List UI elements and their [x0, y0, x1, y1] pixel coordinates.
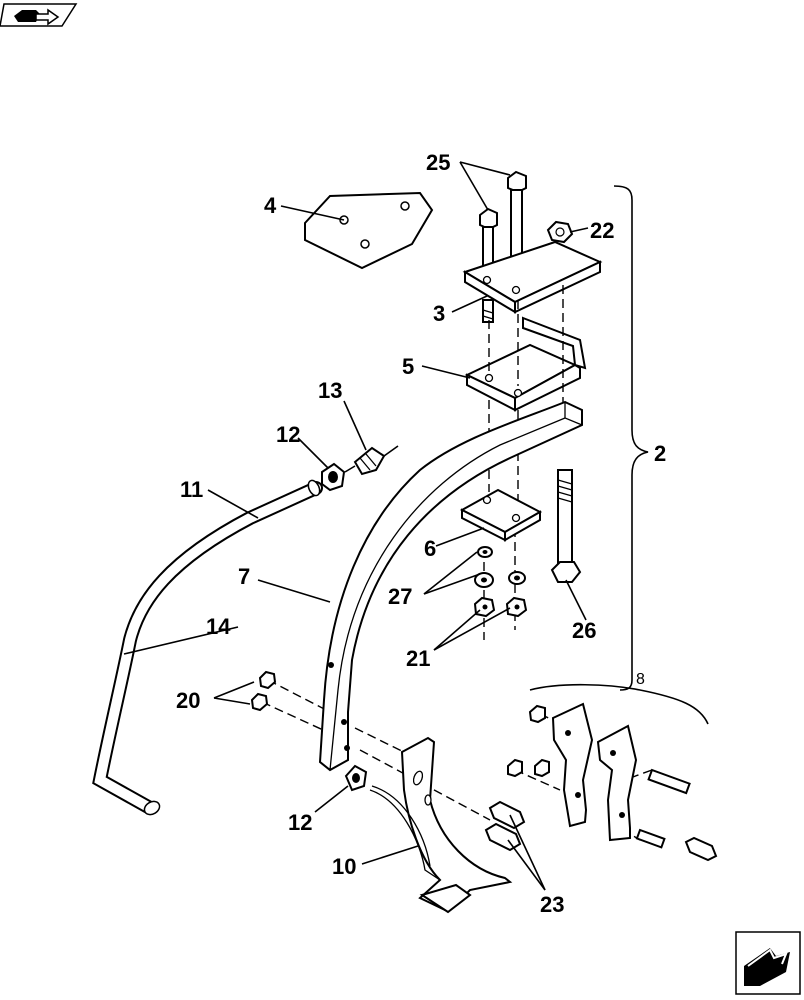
shank-part-7 [318, 400, 583, 772]
label-21: 21 [406, 646, 430, 671]
label-25: 25 [426, 150, 450, 175]
label-6: 6 [424, 536, 436, 561]
label-7: 7 [238, 564, 250, 589]
label-12-bottom: 12 [288, 810, 312, 835]
label-22: 22 [590, 218, 614, 243]
label-10: 10 [332, 854, 356, 879]
nut-part-20 [250, 670, 277, 712]
clamp-plate-part-3 [462, 240, 603, 314]
bracket-part-5 [464, 316, 587, 412]
label-12-top: 12 [276, 422, 300, 447]
washer-part-27 [474, 546, 526, 588]
hose-part-11 [92, 479, 323, 816]
group-brace-2 [613, 185, 649, 691]
nut-part-22 [546, 220, 574, 254]
label-13: 13 [318, 378, 342, 403]
label-20: 20 [176, 688, 200, 713]
label-26: 26 [572, 618, 596, 643]
bolt-part-23 [484, 800, 526, 852]
label-14: 14 [206, 614, 231, 639]
long-bolt-part-26 [550, 469, 582, 583]
next-page-arrow-icon[interactable] [735, 931, 801, 995]
callout-labels: 25 4 22 3 5 13 12 2 11 6 7 27 14 26 21 8… [176, 150, 666, 917]
leader-lines [123, 161, 589, 891]
fitting-part-13 [344, 445, 399, 476]
book-arrow-icon[interactable] [0, 3, 78, 27]
clamp-part-12 [321, 462, 368, 792]
nut-part-21 [473, 596, 528, 618]
clamp-block-part-6 [459, 488, 543, 542]
label-3: 3 [433, 301, 445, 326]
label-4: 4 [264, 193, 277, 218]
label-11: 11 [180, 477, 203, 502]
label-27: 27 [388, 584, 412, 609]
bolt-part-25 [479, 170, 527, 323]
label-5: 5 [402, 354, 414, 379]
group-brace-8 [529, 683, 709, 725]
label-2: 2 [654, 441, 666, 466]
plate-part-4 [304, 191, 434, 270]
sweep-part-10 [369, 736, 513, 914]
spring-assembly-part-8 [507, 702, 718, 862]
label-8: 8 [636, 671, 645, 688]
label-23: 23 [540, 892, 564, 917]
